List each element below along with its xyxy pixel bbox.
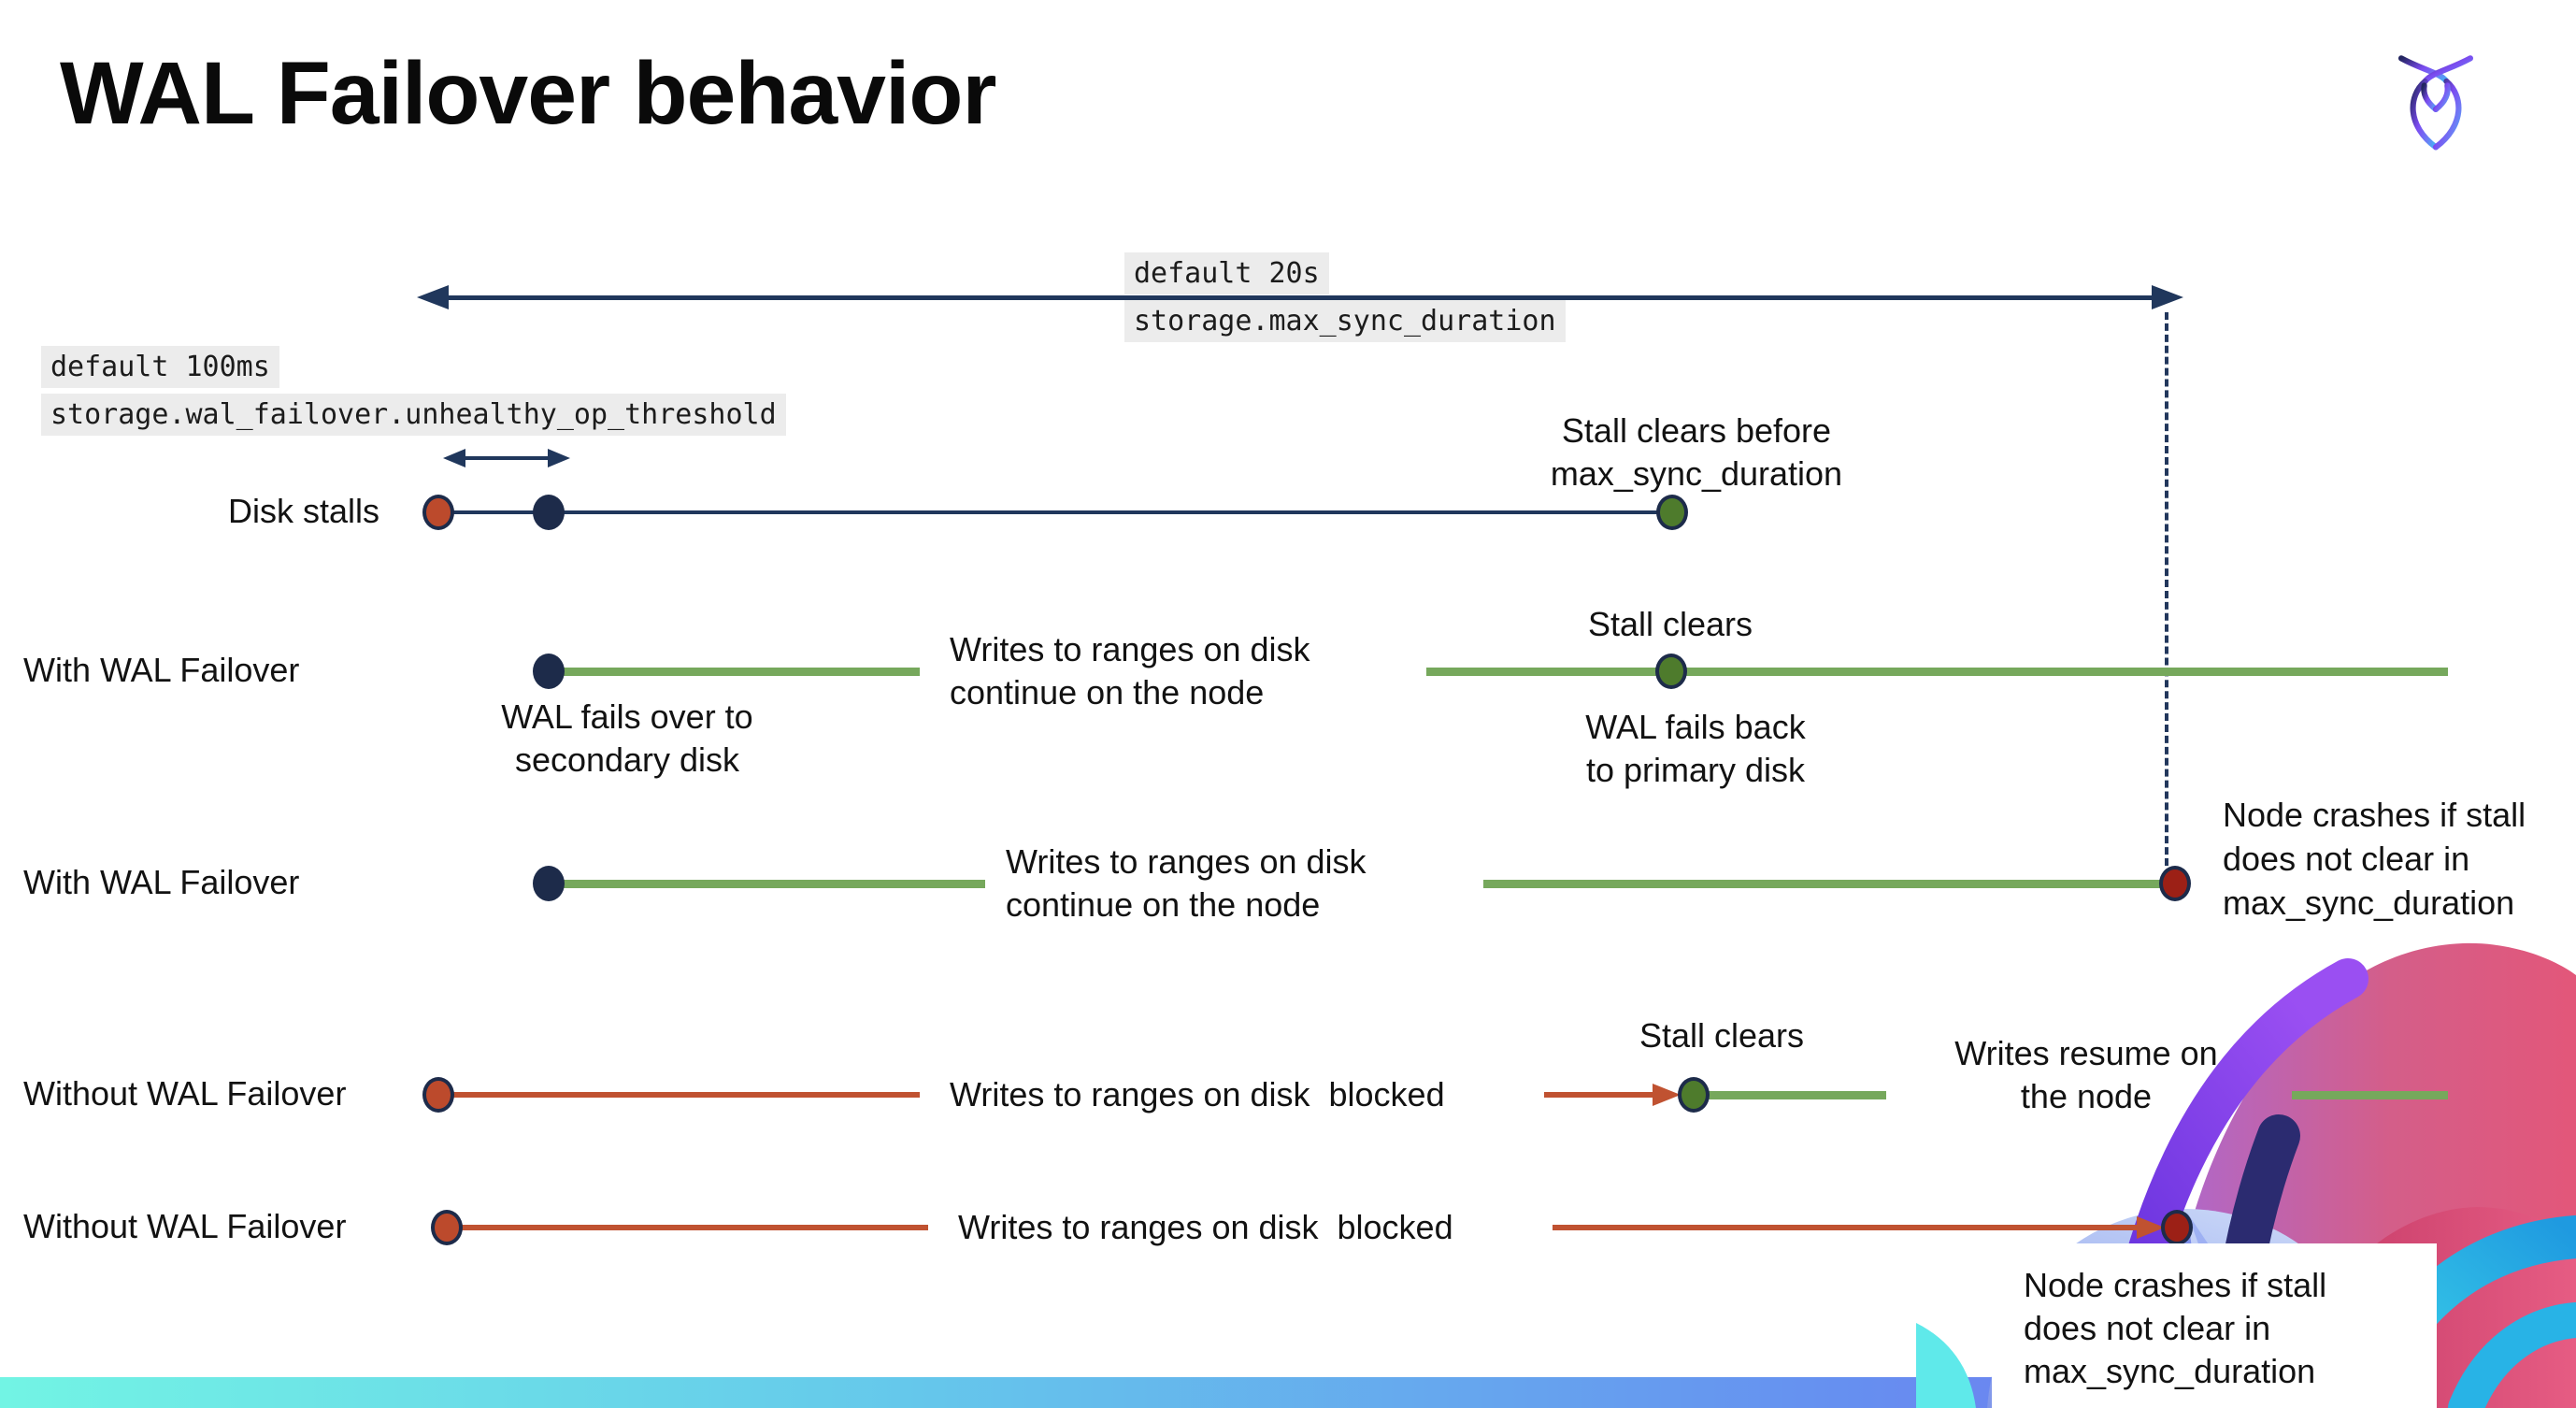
caption-stall-clears: Stall clears — [1587, 605, 1753, 643]
threshold-label: default 100ms storage.wal_failover.unhea… — [41, 346, 786, 441]
disk-stall-timeline — [438, 510, 1672, 514]
row-label-without-wal-failover-1: Without WAL Failover — [23, 1074, 347, 1113]
caption-stall-clears: Stall clears — [1639, 1016, 1805, 1055]
caption-writes-blocked: Writes to ranges on disk blocked — [958, 1208, 1453, 1246]
max-sync-default-text: default 20s — [1124, 252, 1329, 295]
writes-blocked-line — [1553, 1225, 2139, 1230]
failover-dot — [533, 654, 565, 689]
writes-continue-line — [1426, 668, 2448, 676]
arrow-left-icon — [417, 285, 449, 309]
node-crash-note-box — [1992, 1243, 2437, 1408]
caption-wal-fails-over: WAL fails over to secondary disk — [501, 697, 753, 779]
stall-start-dot — [422, 495, 454, 530]
max-sync-duration-arrow — [437, 295, 2165, 300]
threshold-dot — [533, 495, 565, 530]
caption-writes-blocked: Writes to ranges on disk blocked — [950, 1075, 1445, 1113]
stall-clears-dot — [1656, 495, 1688, 530]
node-crash-dot — [2159, 866, 2191, 901]
row-label-with-wal-failover-2: With WAL Failover — [23, 863, 300, 902]
arrow-left-icon — [443, 449, 465, 467]
row-label-without-wal-failover-2: Without WAL Failover — [23, 1207, 347, 1246]
page-title: WAL Failover behavior — [60, 44, 996, 143]
writes-blocked-line — [438, 1092, 920, 1098]
node-crash-dot — [2161, 1210, 2193, 1245]
caption-node-crashes: Node crashes if stall does not clear in … — [2024, 1266, 2327, 1390]
caption-writes-resume: Writes resume on the node — [1954, 1034, 2218, 1115]
writes-blocked-line — [1544, 1092, 1654, 1098]
writes-blocked-line — [447, 1225, 928, 1230]
caption-stall-clears-before: Stall clears before max_sync_duration — [1550, 411, 1843, 493]
caption-node-crashes: Node crashes if stall does not clear in … — [2223, 796, 2526, 922]
cockroachdb-logo-icon — [2397, 55, 2474, 151]
row-label-disk-stalls: Disk stalls — [228, 492, 380, 531]
arrow-right-icon — [2137, 1216, 2165, 1239]
stall-start-dot — [431, 1210, 463, 1245]
max-sync-duration-label: default 20s storage.max_sync_duration — [1124, 252, 1566, 348]
caption-wal-fails-back: WAL fails back to primary disk — [1585, 708, 1806, 789]
failback-dot — [1655, 654, 1687, 689]
arrow-right-icon — [548, 449, 570, 467]
writes-continue-line — [558, 880, 985, 888]
failover-dot — [533, 866, 565, 901]
threshold-setting-text: storage.wal_failover.unhealthy_op_thresh… — [41, 394, 786, 436]
arrow-right-icon — [2152, 285, 2183, 309]
stall-clears-dot — [1678, 1077, 1710, 1113]
writes-continue-line — [1483, 880, 2162, 888]
row-label-with-wal-failover-1: With WAL Failover — [23, 651, 300, 690]
stall-start-dot — [422, 1077, 454, 1113]
threshold-default-text: default 100ms — [41, 346, 279, 388]
caption-writes-continue: Writes to ranges on disk continue on the… — [950, 630, 1310, 711]
arrow-right-icon — [1653, 1084, 1681, 1106]
writes-resume-line — [1694, 1091, 1886, 1099]
max-sync-deadline-dashed-line — [2165, 312, 2168, 866]
threshold-arrow — [460, 456, 550, 460]
max-sync-setting-text: storage.max_sync_duration — [1124, 300, 1566, 342]
writes-resume-line — [2292, 1091, 2448, 1099]
writes-continue-line — [558, 668, 920, 676]
caption-writes-continue: Writes to ranges on disk continue on the… — [1006, 842, 1367, 924]
